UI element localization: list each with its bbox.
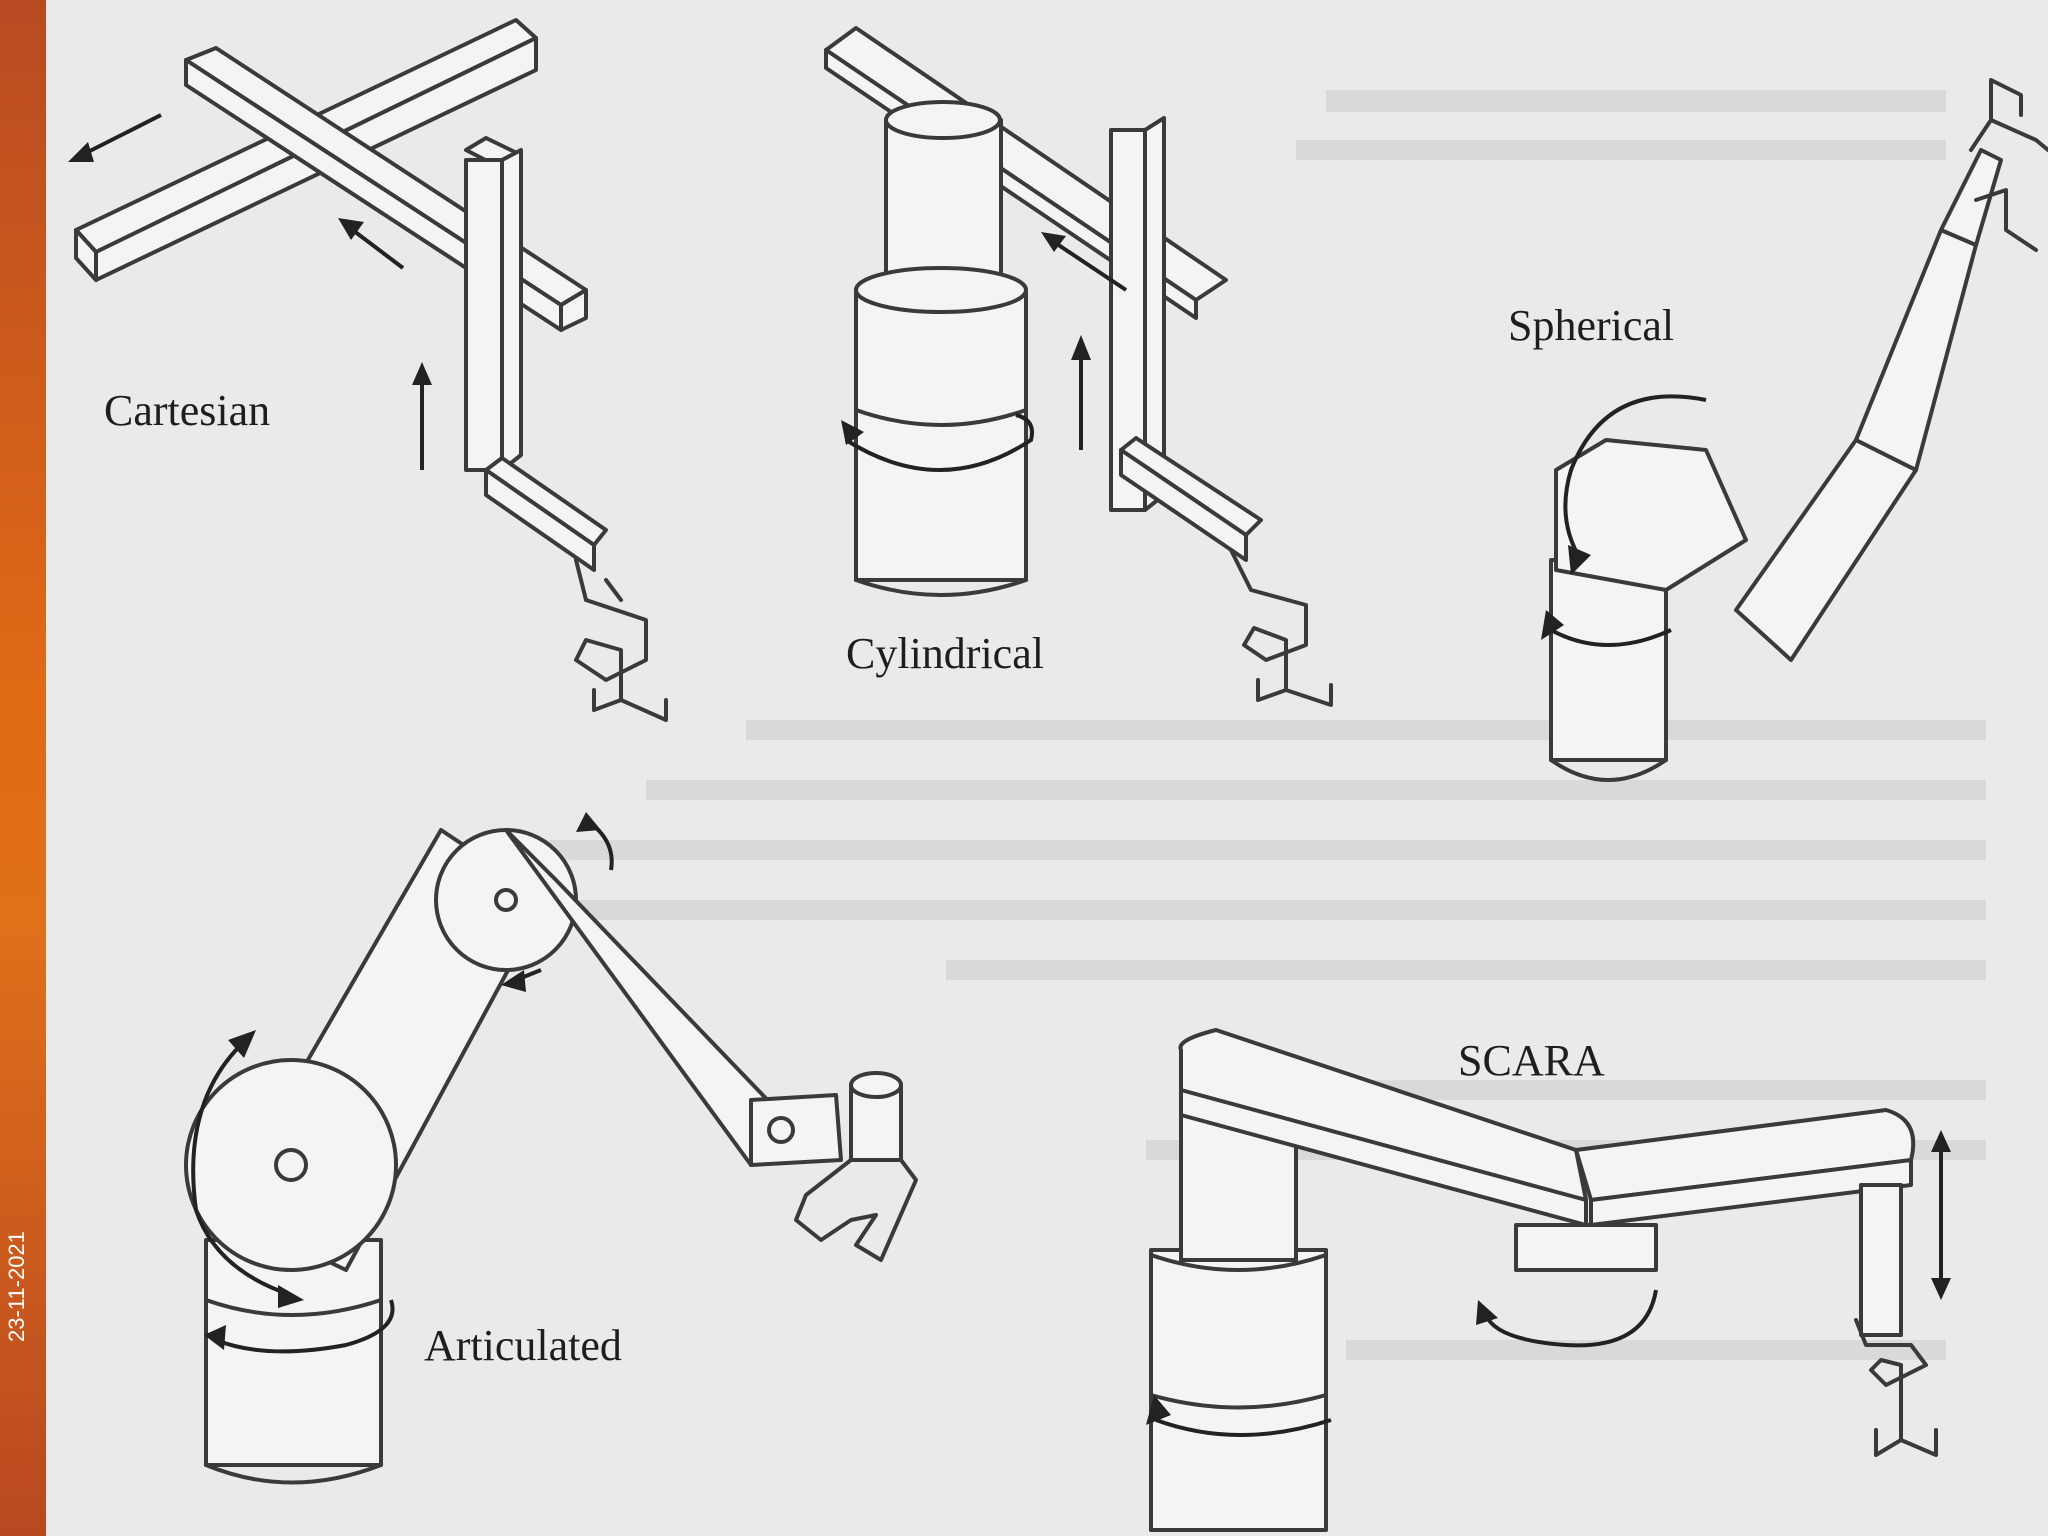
label-articulated: Articulated (424, 1321, 622, 1370)
slide-sidebar: 23-11-2021 (0, 0, 46, 1536)
cartesian-robot (68, 18, 668, 722)
cylindrical-robot (824, 26, 1333, 707)
spherical-robot (1541, 78, 2048, 782)
robot-configurations-drawing (68, 18, 2048, 1532)
robot-configurations-figure: Cartesian Cylindrical Spherical Articula… (46, 0, 2048, 1536)
slide-date: 23-11-2021 (4, 1231, 29, 1342)
scara-robot (1146, 1028, 1951, 1532)
label-cartesian: Cartesian (104, 386, 271, 435)
label-cylindrical: Cylindrical (846, 629, 1044, 678)
label-scara: SCARA (1458, 1036, 1605, 1085)
articulated-robot (184, 812, 918, 1485)
label-spherical: Spherical (1508, 301, 1675, 350)
